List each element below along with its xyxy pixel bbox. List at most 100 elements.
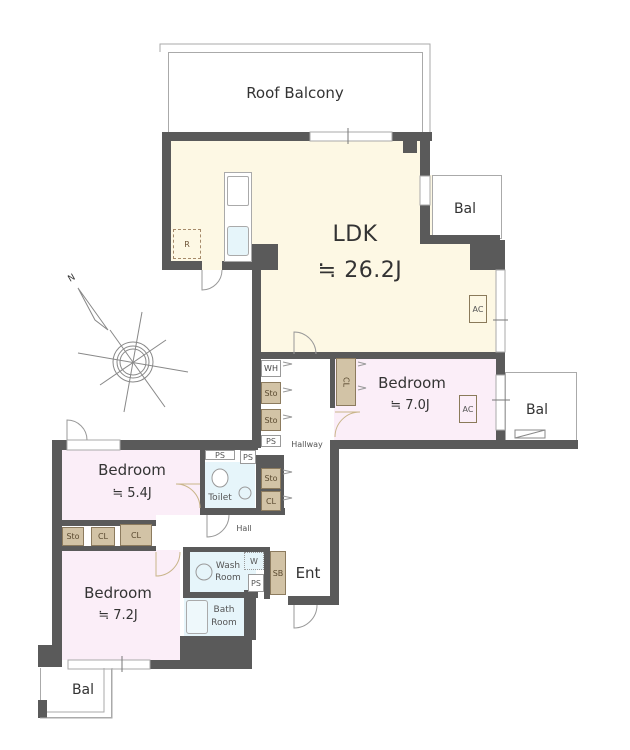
- bal-south-label: Bal: [71, 682, 95, 698]
- wall: [222, 261, 252, 270]
- wall: [38, 700, 47, 718]
- door-bedroom-east: [334, 411, 361, 438]
- bedroom-south-floor: [62, 550, 180, 660]
- wall: [162, 132, 310, 141]
- door-toilet: [206, 514, 230, 538]
- ps-1: PS: [261, 435, 281, 447]
- wall: [420, 235, 500, 244]
- wall: [38, 645, 62, 667]
- wash-basin-icon: [195, 563, 213, 581]
- wall: [496, 345, 505, 375]
- window-bedroom-west: [66, 439, 121, 451]
- wall: [244, 590, 256, 640]
- door-bedroom-west: [175, 483, 201, 509]
- window-bedroom-east: [495, 374, 506, 431]
- bedroom-east-floor: [334, 358, 496, 440]
- wall: [183, 592, 258, 598]
- ps-3: PS: [240, 450, 256, 464]
- door-kitchen: [201, 269, 223, 291]
- closet-bedroom-east: CL: [336, 358, 356, 406]
- door-ldk: [293, 331, 317, 355]
- wall: [264, 547, 270, 599]
- ps-2: PS: [205, 450, 235, 460]
- bedroom-west-area: ≒ 5.4J: [112, 486, 152, 501]
- closet-hall: CL: [261, 491, 281, 511]
- refrigerator: R: [173, 229, 201, 259]
- bathtub-icon: [186, 600, 208, 634]
- wall: [496, 430, 505, 446]
- ac-ldk: AC: [469, 295, 487, 323]
- wall: [180, 636, 252, 666]
- window-ldk-east: [495, 269, 506, 353]
- storage-sto-2: Sto: [261, 409, 281, 431]
- storage-sto-1: Sto: [261, 382, 281, 404]
- wall: [403, 141, 417, 153]
- door-bal-west: [66, 419, 88, 441]
- wash-room-text: Wash Room: [215, 561, 241, 583]
- bedroom-east-area: ≒ 7.0J: [390, 398, 430, 413]
- closet-2: CL: [120, 524, 152, 546]
- door-bedroom-south: [155, 551, 181, 577]
- bedroom-east-label: Bedroom: [378, 374, 446, 392]
- bedroom-west-floor: [62, 450, 202, 520]
- wh-unit: WH: [261, 360, 281, 377]
- ldk-area: ≒ 26.2J: [317, 258, 403, 283]
- wall: [252, 352, 504, 359]
- wall: [62, 520, 156, 526]
- hallway-label: Hallway: [291, 440, 323, 449]
- wall: [470, 240, 505, 270]
- wall: [420, 132, 430, 176]
- window-ldk-top: [309, 131, 393, 142]
- kitchen-sink-icon: [227, 226, 249, 256]
- toilet-sink-icon: [238, 486, 252, 500]
- bath-room-text: Bath Room: [211, 605, 237, 628]
- wall: [62, 546, 156, 551]
- storage-sto-3: Sto: [261, 468, 281, 489]
- ldk-cut-left: [160, 270, 260, 360]
- bal-upper-label: Bal: [453, 201, 477, 217]
- door-entrance: [293, 604, 318, 629]
- wall: [183, 547, 190, 595]
- wall: [392, 132, 432, 141]
- compass-icon: N: [67, 273, 189, 413]
- storage-sto-4: Sto: [62, 527, 84, 546]
- wall: [200, 450, 205, 512]
- wall: [330, 358, 335, 408]
- wall: [120, 440, 258, 450]
- entrance-label: Ent: [295, 564, 321, 582]
- shoe-box: SB: [270, 551, 286, 595]
- bath-room-label: Bath Room: [206, 604, 242, 630]
- entrance-floor: [288, 548, 330, 596]
- washer: W: [244, 552, 264, 570]
- toilet-label: Toilet: [208, 493, 232, 503]
- bedroom-south-label: Bedroom: [84, 584, 152, 602]
- hall-label: Hall: [236, 524, 252, 533]
- hall-floor: [156, 515, 331, 547]
- wall: [52, 440, 62, 665]
- wall: [330, 440, 339, 605]
- ac-bedroom: AC: [459, 395, 477, 423]
- ldk-label: LDK: [332, 222, 378, 247]
- kitchen-stove: [227, 176, 249, 206]
- wall: [420, 205, 430, 243]
- balcony-hatch-icon: [514, 429, 546, 439]
- toilet-bowl-icon: [211, 468, 229, 488]
- ps-4: PS: [248, 574, 264, 592]
- roof-balcony: [168, 52, 423, 137]
- wall: [183, 547, 269, 552]
- wall: [200, 508, 285, 515]
- wall: [162, 261, 202, 270]
- window-ldk-bal: [419, 175, 431, 206]
- bal-lower-label: Bal: [525, 402, 549, 418]
- wall: [162, 132, 171, 269]
- bedroom-west-label: Bedroom: [98, 461, 166, 479]
- ldk-cut-right: [426, 140, 506, 175]
- window-bedroom-south: [67, 659, 151, 670]
- closet-1: CL: [91, 527, 115, 546]
- wall: [330, 440, 578, 449]
- closet-door-markers: [282, 361, 367, 501]
- wall: [252, 244, 278, 270]
- wall: [288, 596, 338, 605]
- bedroom-south-area: ≒ 7.2J: [98, 608, 138, 623]
